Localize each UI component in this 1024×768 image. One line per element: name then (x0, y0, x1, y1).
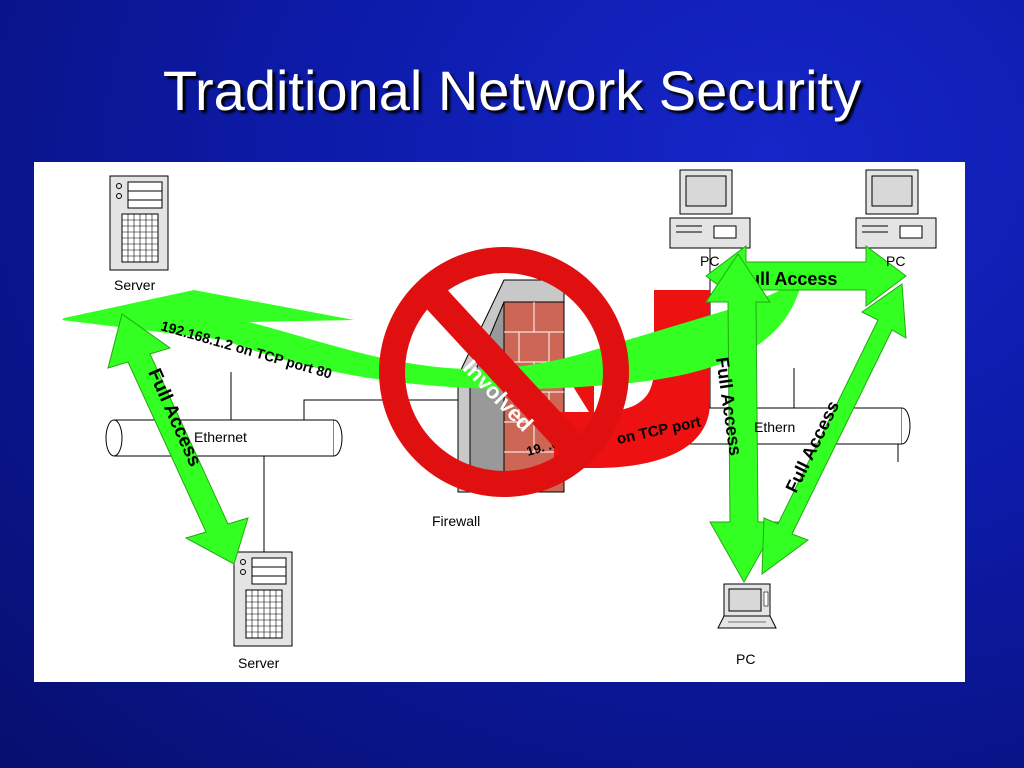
laptop-icon-bottom (717, 583, 777, 629)
full-access-arrow-left (107, 313, 249, 565)
pc-bottom-label: PC (736, 651, 755, 667)
server-top-label: Server (114, 277, 156, 293)
ethernet-right-label: Ethern (754, 419, 795, 435)
pc-icon-top-left (669, 169, 751, 249)
server-bottom-label: Server (238, 655, 280, 671)
no-sign-icon (379, 247, 629, 497)
network-diagram: on TCP port 19. .68. 192.168.1.2 on TCP … (34, 162, 965, 682)
firewall-label: Firewall (432, 513, 480, 529)
full-access-label-top: Full Access (738, 269, 837, 289)
pc-icon-top-right (855, 169, 937, 249)
server-icon-bottom (233, 551, 293, 647)
slide-title: Traditional Network Security (162, 59, 862, 122)
full-access-arrow-mid (705, 253, 779, 584)
ethernet-left-label: Ethernet (194, 429, 247, 445)
network-diagram-svg: on TCP port 19. .68. 192.168.1.2 on TCP … (62, 169, 937, 671)
pc-top-right-label: PC (886, 253, 905, 269)
ethernet-segment-left (105, 419, 343, 457)
ethernet-segment-right (675, 407, 911, 445)
full-access-arrow-right (761, 283, 907, 576)
pc-top-left-label: PC (700, 253, 719, 269)
server-icon-top (109, 175, 169, 271)
